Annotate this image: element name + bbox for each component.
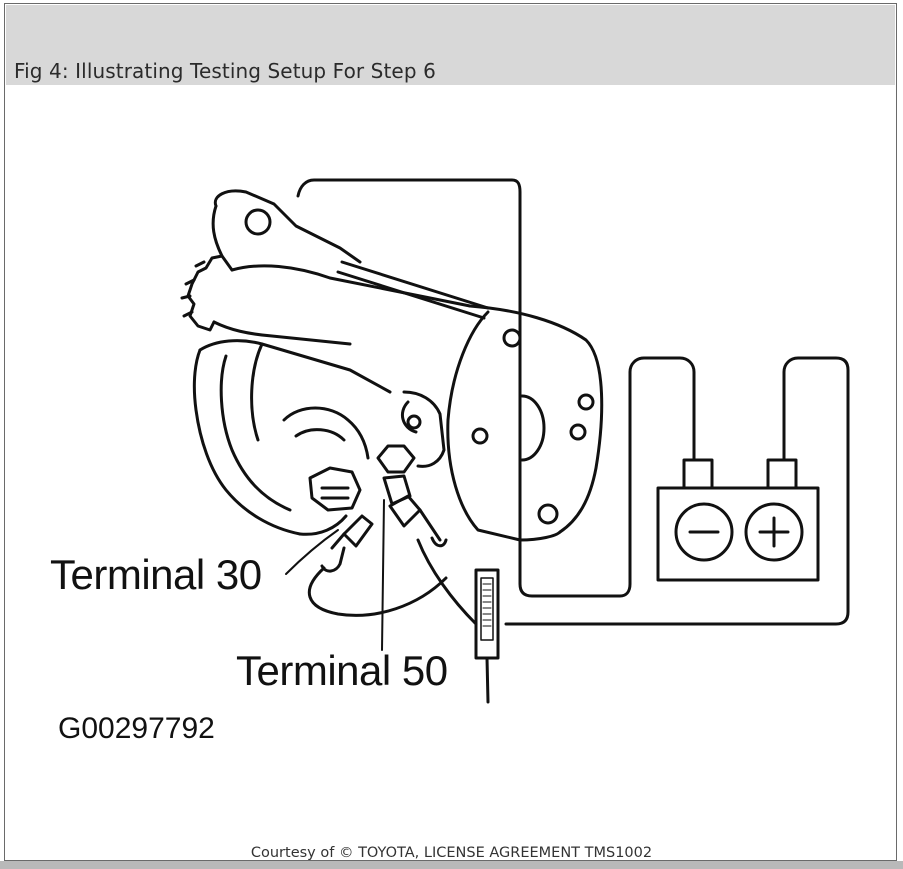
test-switch-illustration [474,568,500,704]
label-leaders [285,499,385,651]
battery-illustration [656,458,820,582]
positive-terminal-icon [744,502,804,562]
figure-frame: Fig 4: Illustrating Testing Setup For St… [4,3,897,861]
test-wiring [296,178,850,626]
figure-code-label: G00297792 [58,712,215,745]
terminal-50-label: Terminal 50 [236,647,448,694]
bottom-scroll-bar [0,861,903,869]
starter-motor-illustration [180,189,604,573]
figure-title: Fig 4: Illustrating Testing Setup For St… [14,59,436,83]
courtesy-note: Courtesy of © TOYOTA, LICENSE AGREEMENT … [250,845,653,861]
figure-header: Fig 4: Illustrating Testing Setup For St… [6,5,895,85]
negative-terminal-icon [674,502,734,562]
terminal-30-label: Terminal 30 [50,551,262,598]
